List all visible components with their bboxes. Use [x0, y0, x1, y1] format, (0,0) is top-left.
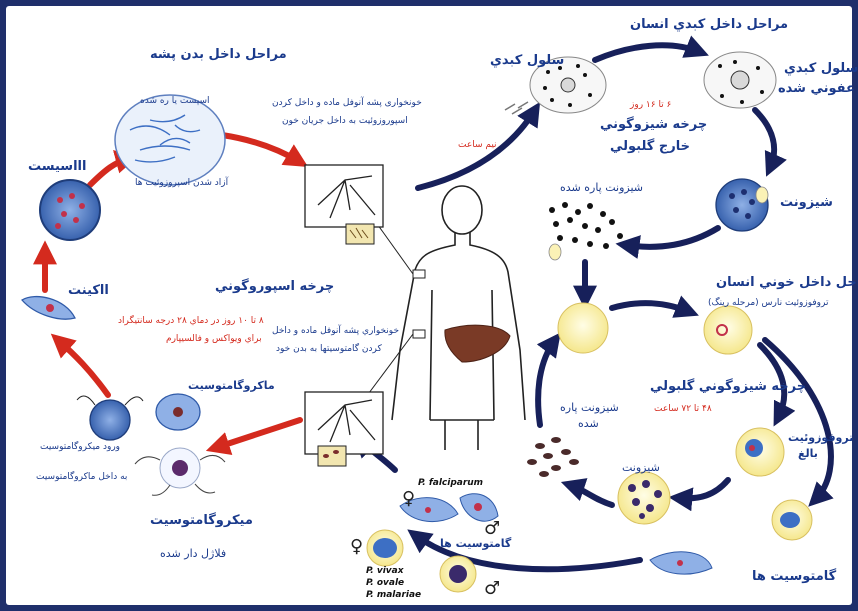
- microgametocyte-cell: [135, 448, 225, 495]
- label-mature-trophozoite-2: بالغ: [798, 448, 818, 461]
- label-ruptured-blood-schizont-1: شیزونت پاره: [560, 402, 619, 415]
- ring-stage-cell: [704, 306, 752, 354]
- label-infected-liver-cell-1: سلول کبدي: [784, 62, 858, 77]
- label-blood-stages: مراحل داخل خوني انسان: [716, 276, 858, 291]
- gametocyte-cells-right: [650, 500, 812, 574]
- human-body-outline: [392, 186, 525, 450]
- label-bite-bottom-1: خونخواري پشه آنوفل ماده و داخل: [272, 326, 399, 336]
- label-duration-blood: ۴۸ تا ۷۲ ساعت: [654, 404, 712, 414]
- label-flagellated: فلاژل دار شده: [160, 548, 226, 561]
- arrow-gametes-to-ookinete: [58, 340, 108, 395]
- label-p-vivax: P. vivax: [366, 566, 404, 576]
- liver-shape: [445, 325, 510, 362]
- mosquito-bite-box-bottom: [305, 392, 383, 466]
- label-duration-liver: ۶ تا ۱۶ روز: [630, 100, 671, 110]
- label-half-hour: نیم ساعت: [458, 140, 497, 150]
- label-liver-cell: سلول کبدي: [490, 54, 564, 69]
- label-ookinete: ااکینت: [68, 284, 109, 299]
- label-liver-stages: مراحل داخل کبدي انسان: [630, 18, 788, 33]
- label-bite-top-1: خونخواری پشه آنوفل ماده و داخل کردن: [272, 98, 422, 108]
- label-duration-sporogony-1: ۸ تا ۱۰ روز در دماي ۲۸ درجه سانتیگراد: [118, 316, 264, 326]
- label-liver-schizont: شیزونت: [780, 196, 833, 211]
- label-ruptured-schizont: شیزونت پاره شده: [560, 182, 643, 195]
- label-microgametocyte: میکروگامتوسیت: [150, 514, 253, 529]
- label-blood-schizont: شیزونت: [622, 462, 660, 475]
- arrow-infected-to-schizont: [755, 110, 774, 168]
- mature-trophozoite-cell: [736, 428, 784, 476]
- label-p-ovale: P. ovale: [366, 578, 404, 588]
- label-gametocytes-center: گامتوسیت ها: [440, 538, 511, 551]
- macrogametocyte-cell: [156, 394, 200, 430]
- label-mature-trophozoite-1: تروفوزوئیت: [788, 432, 853, 445]
- label-erythro-cycle: چرخه شیزوگوني گلبولي: [650, 380, 806, 395]
- label-p-malariae: P. malariae: [366, 590, 421, 600]
- label-microgametocyte-entry-1: ورود میکروگامتوسیت: [40, 442, 120, 452]
- arrow-bite-to-mosquito: [215, 420, 300, 448]
- infected-liver-cell: [704, 52, 776, 108]
- bite-marker-top: [413, 270, 425, 278]
- ruptured-blood-schizont: [527, 437, 579, 477]
- male-symbol-falciparum: ♂: [484, 518, 500, 539]
- bite-marker-bottom: [413, 330, 425, 338]
- label-infected-liver-cell-2: عفوني شده: [778, 82, 855, 97]
- oocyst-cell: [40, 180, 100, 240]
- arrow-trophozoite-to-schizont: [678, 480, 728, 498]
- ruptured-liver-schizont: [549, 202, 623, 260]
- arrow-schizont-to-ruptured: [625, 228, 718, 247]
- ookinete-cell: [22, 297, 75, 320]
- liver-schizont-cell: [716, 179, 768, 231]
- label-sporozoites-freed: آزاد شدن اسپروزوئیت ها: [135, 178, 228, 188]
- label-sporozoite-released: اسپست یا ره شده: [140, 96, 210, 106]
- arrow-rbc-to-ring: [612, 303, 690, 312]
- arrow-liver-cell-to-infected: [595, 45, 700, 60]
- sporozoite-cyst-cell: [115, 95, 225, 185]
- arrow-sporozoites-to-bite: [222, 135, 300, 162]
- label-gametocytes-right: گامتوسیت ها: [752, 570, 836, 585]
- label-microgametocyte-entry-2: به داخل ماکروگامتوسیت: [36, 472, 127, 482]
- label-oocyst: اااسیست: [28, 160, 86, 175]
- label-ruptured-blood-schizont-2: شده: [578, 418, 599, 431]
- male-symbol-vivax: ♂: [484, 578, 500, 599]
- arrow-ruptured-blood-to-rbc: [538, 340, 555, 425]
- arrow-schizont-to-ruptured-blood: [570, 485, 612, 505]
- label-mosquito-stages: مراحل داخل بدن پشه: [150, 48, 287, 63]
- label-sporogony-cycle: چرخه اسپوروگوني: [215, 280, 334, 295]
- label-immature-trophozoite: تروفوزوئیت نارس (مرحله رینگ): [708, 298, 828, 308]
- red-blood-cell: [558, 303, 608, 353]
- fertilization-cell: [77, 396, 143, 440]
- mosquito-bite-box-top: [305, 165, 383, 244]
- label-exo-cycle-1: چرخه شیزوگوني: [600, 118, 707, 133]
- label-p-falciparum: P. falciparum: [418, 478, 483, 488]
- female-symbol-vivax: ♀: [350, 536, 363, 557]
- female-symbol-falciparum: ♀: [402, 488, 415, 509]
- label-macrogametocyte: ماکروگامتوسیت: [188, 380, 275, 393]
- label-duration-sporogony-2: براي ویواکس و فالسیپارم: [166, 334, 262, 344]
- label-bite-bottom-2: کردن گامتوسیتها به بدن خود: [276, 344, 382, 354]
- label-bite-top-2: اسپوروزوئیت به داخل جریان خون: [282, 116, 408, 126]
- label-exo-cycle-2: خارج گلبولي: [610, 140, 690, 155]
- blood-schizont-cell: [618, 472, 670, 524]
